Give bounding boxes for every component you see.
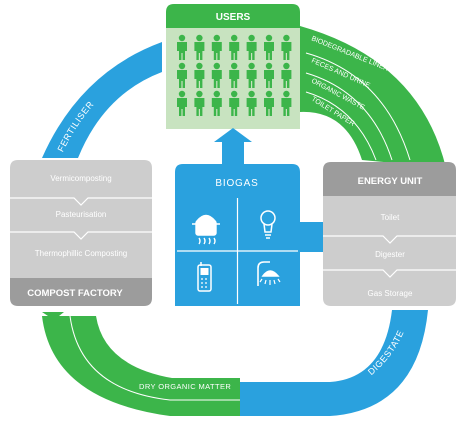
compost-factory-panel: Vermicomposting Pasteurisation Thermophi… <box>10 160 152 306</box>
person-icon <box>194 90 205 116</box>
inputs-arrow: BIODEGRADABLE LINER FECES AND URINE ORGA… <box>300 26 446 168</box>
mobile-phone-icon <box>197 262 212 292</box>
person-icon <box>177 62 187 88</box>
person-icon <box>177 34 187 60</box>
person-icon <box>281 90 292 116</box>
biogas-panel: BIOGAS <box>175 164 300 306</box>
person-icon <box>246 34 257 60</box>
person-icon <box>229 34 240 60</box>
shower-icon <box>257 261 281 286</box>
person-icon <box>211 90 222 116</box>
person-icon <box>246 62 257 88</box>
person-icon <box>211 62 222 88</box>
compost-step-pasteurisation: Pasteurisation <box>56 210 107 219</box>
biogas-title: BIOGAS <box>215 178 258 189</box>
person-icon <box>229 62 240 88</box>
person-icon <box>211 34 222 60</box>
person-icon <box>281 62 292 88</box>
energy-to-biogas-connector <box>299 222 323 252</box>
person-icon <box>194 62 205 88</box>
energy-unit-title: ENERGY UNIT <box>358 176 423 187</box>
light-bulb-icon <box>260 210 276 239</box>
users-title: USERS <box>216 12 251 23</box>
person-icon <box>246 90 257 116</box>
cooking-pot-icon <box>192 214 220 245</box>
person-icon <box>194 34 205 60</box>
energy-step-gas-storage: Gas Storage <box>368 289 413 298</box>
dry-organic-matter-label: DRY ORGANIC MATTER <box>139 382 231 391</box>
biogas-to-users-connector <box>214 128 252 164</box>
energy-step-toilet: Toilet <box>381 213 400 222</box>
fertiliser-arrow: FERTILISER <box>42 42 162 158</box>
person-icon <box>281 34 292 60</box>
compost-step-thermophillic: Thermophillic Composting <box>35 249 127 258</box>
person-icon <box>264 90 274 116</box>
compost-step-vermicomposting: Vermicomposting <box>50 174 111 183</box>
users-people-grid <box>177 34 292 116</box>
person-icon <box>177 90 187 116</box>
person-icon <box>264 34 274 60</box>
dry-organic-matter-arrow: DRY ORGANIC MATTER <box>42 312 240 416</box>
compost-factory-title: COMPOST FACTORY <box>27 288 123 299</box>
person-icon <box>264 62 274 88</box>
energy-step-digester: Digester <box>375 250 405 259</box>
energy-unit-panel: ENERGY UNIT Toilet Digester Gas Storage <box>323 162 456 306</box>
users-panel: USERS <box>166 4 300 129</box>
digestate-arrow: DIGESTATE <box>240 310 428 416</box>
person-icon <box>229 90 240 116</box>
